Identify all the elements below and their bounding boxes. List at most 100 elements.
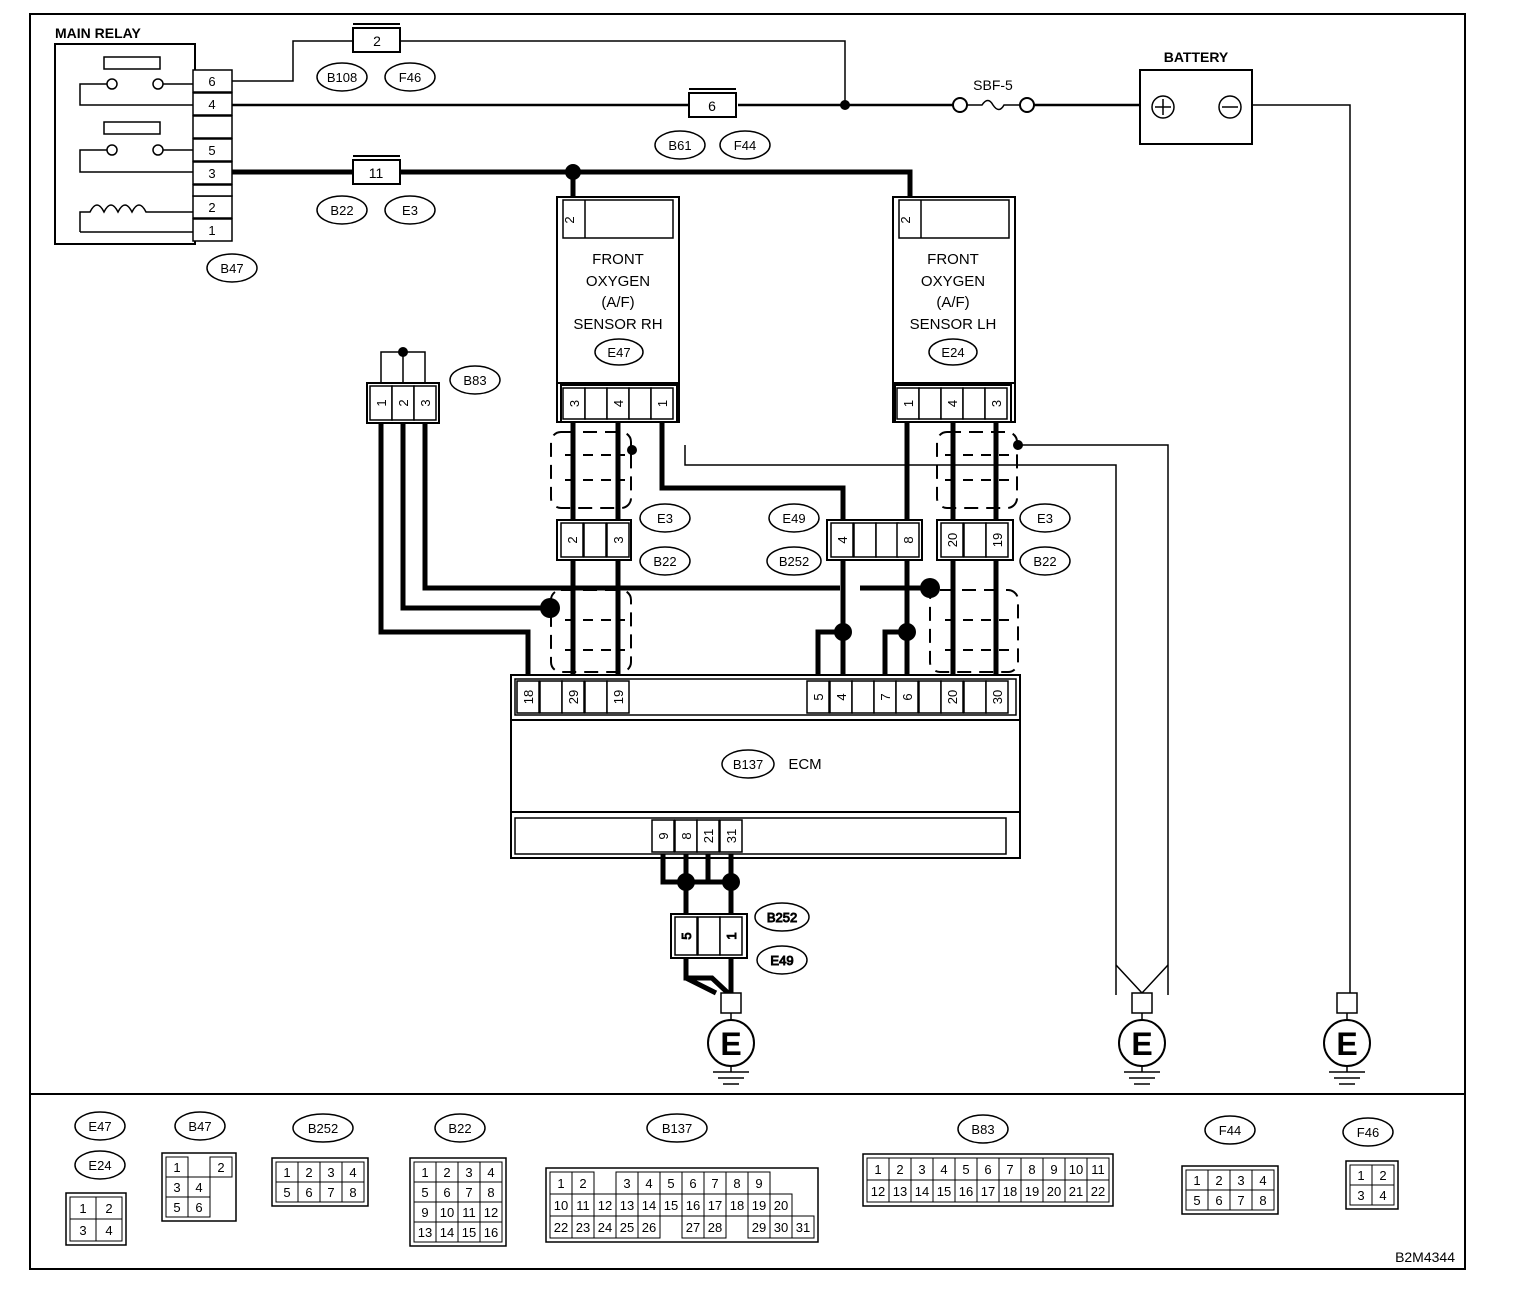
legend-pin-label: 8 <box>487 1185 494 1200</box>
relay-pin-label: 6 <box>208 74 215 89</box>
ecm-pin-label: 20 <box>945 690 960 704</box>
tag-e49-ground <box>756 945 808 975</box>
ground-label: E <box>1336 1026 1357 1062</box>
b22-right-pin <box>963 522 987 558</box>
ecm-pin <box>539 680 563 714</box>
figure-id: B2M4344 <box>1395 1249 1455 1265</box>
ground-terminal <box>720 992 742 1014</box>
sensor-lh-bottom-pin-label: 1 <box>901 400 916 407</box>
relay-pin-label: 3 <box>208 166 215 181</box>
legend-tag-label: B47 <box>188 1119 211 1134</box>
legend-pin-label: 6 <box>1215 1193 1222 1208</box>
legend-pin-label: 8 <box>349 1185 356 1200</box>
legend-pin-label: 24 <box>598 1220 612 1235</box>
ecm-pin-label: 18 <box>521 690 536 704</box>
legend-pin-label: 13 <box>893 1184 907 1199</box>
legend-pin-label: 11 <box>462 1205 476 1220</box>
sensor-lh-bottom-pin-label: 4 <box>945 400 960 407</box>
ecm-pin <box>606 680 630 714</box>
splice-dot <box>565 164 581 180</box>
ground-symbol-battery: E <box>1323 992 1371 1085</box>
b252-mid-pin <box>875 522 899 558</box>
legend-pin-label: 10 <box>1069 1162 1083 1177</box>
b252-mid-pin <box>853 522 877 558</box>
ground-symbol-sensor: E <box>1118 992 1166 1085</box>
tag-e47-label: E47 <box>607 345 630 360</box>
ecm-pin-label: 7 <box>878 693 893 700</box>
legend-pin <box>209 1156 233 1178</box>
tag-b252-ground-label: B252 <box>767 910 797 925</box>
legend-pin-label: 12 <box>598 1198 612 1213</box>
ecm-pin <box>940 680 964 714</box>
relay-pin <box>192 138 233 162</box>
legend-pin-label: 16 <box>686 1198 700 1213</box>
legend-pin-label: 7 <box>465 1185 472 1200</box>
legend-pin-label: 19 <box>752 1198 766 1213</box>
tag-e3-lh <box>1019 503 1071 533</box>
legend-pin-label: 9 <box>755 1176 762 1191</box>
legend-pin <box>479 1221 503 1243</box>
relay-pin <box>192 115 233 139</box>
ground-label: E <box>720 1026 741 1062</box>
b22-left-pin <box>583 522 607 558</box>
legend-tag <box>646 1113 708 1143</box>
wire <box>659 422 846 680</box>
relay-pin-gap <box>192 184 233 197</box>
legend-pin-label: 6 <box>443 1185 450 1200</box>
sensor-lh-bottom-pin <box>962 387 986 420</box>
sensor-lh-bottom-pin-label: 3 <box>989 400 1004 407</box>
tag-e49-mid <box>768 503 820 533</box>
sensor-lh-title-4: SENSOR LH <box>910 316 997 333</box>
relay-pin-label: 4 <box>208 97 215 112</box>
wire <box>232 40 352 82</box>
battery-label: BATTERY <box>1164 49 1229 65</box>
relay-pin-label: 5 <box>208 143 215 158</box>
sensor-rh-bottom-pin <box>584 387 608 420</box>
legend-pin-label: 3 <box>1237 1173 1244 1188</box>
ecm-pin-label: 9 <box>656 832 671 839</box>
b252-ground-pin-label: 1 <box>724 932 739 939</box>
splice-dot <box>540 598 560 618</box>
legend-pin-label: 20 <box>1047 1184 1061 1199</box>
legend-pin-label: 5 <box>173 1200 180 1215</box>
b252-ground-pin-label: 5 <box>679 932 694 939</box>
sensor-rh-title-3: (A/F) <box>601 294 634 311</box>
legend-tag-label: F46 <box>1357 1125 1379 1140</box>
ecm-pin <box>985 680 1009 714</box>
legend-pin-label: 4 <box>487 1165 494 1180</box>
b252-ground-pin <box>674 916 698 956</box>
tag-b252-mid-label: B252 <box>779 554 809 569</box>
b22-left-pin <box>560 522 584 558</box>
legend-pin-label: 15 <box>462 1225 476 1240</box>
legend-pin-label: 10 <box>554 1198 568 1213</box>
legend-pin-label: 10 <box>440 1205 454 1220</box>
wire <box>400 40 846 105</box>
legend-pin-label: 4 <box>105 1223 112 1238</box>
relay-contact-point <box>106 144 118 156</box>
tag-e24-label: E24 <box>941 345 964 360</box>
b83-pin <box>413 385 437 421</box>
ecm-label: ECM <box>788 756 821 773</box>
sensor-lh-top-connector <box>898 199 1010 239</box>
main-relay-body <box>54 43 196 245</box>
legend-pin-label: 4 <box>645 1176 652 1191</box>
ecm-pin <box>561 680 585 714</box>
fuse-icon <box>967 99 1020 111</box>
legend-pin-label: 27 <box>686 1220 700 1235</box>
ecm-pin-label: 31 <box>724 829 739 843</box>
legend-pin-label: 9 <box>421 1205 428 1220</box>
plus-sign <box>1155 99 1171 115</box>
b22-left-pin-label: 2 <box>565 536 580 543</box>
legend-pin-label: 13 <box>620 1198 634 1213</box>
inline-connector-b22-e3 <box>352 159 401 185</box>
legend-pin-label: 6 <box>195 1200 202 1215</box>
tag-b252-mid <box>766 546 822 576</box>
tag-e49-mid-label: E49 <box>782 511 805 526</box>
legend-pin-label: 14 <box>642 1198 656 1213</box>
legend-pin-label: 22 <box>1091 1184 1105 1199</box>
ground-symbol-ecm: E <box>707 992 755 1085</box>
